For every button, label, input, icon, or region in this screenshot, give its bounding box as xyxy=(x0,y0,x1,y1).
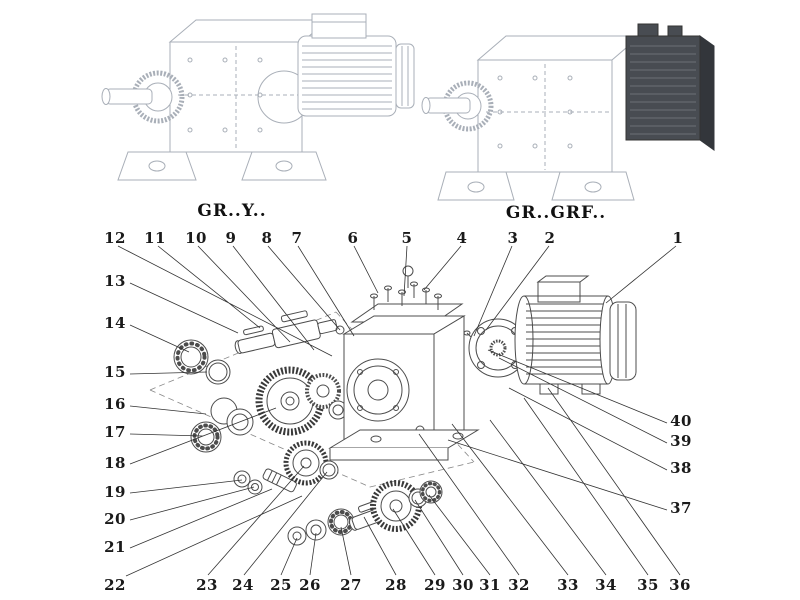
output-shaft xyxy=(101,70,185,124)
model-title-right: GR..GRF.. xyxy=(505,203,607,223)
callout-30: 30 xyxy=(452,576,474,594)
part-washer-20 xyxy=(247,479,263,495)
overview-gr-grf-drawing xyxy=(421,23,715,201)
part-seal-ring-15 xyxy=(205,359,231,385)
motor xyxy=(297,13,415,117)
overview-gr-y-drawing xyxy=(101,13,415,181)
part-bearing-31 xyxy=(419,480,443,504)
part-pinion-gear-small xyxy=(305,373,341,409)
callout-26: 26 xyxy=(299,576,321,594)
callout-7: 7 xyxy=(291,229,303,247)
brake-cover-block xyxy=(625,23,715,151)
part-bearing-17 xyxy=(190,421,222,453)
callout-17: 17 xyxy=(104,423,126,441)
callout-6: 6 xyxy=(347,229,359,247)
part-gear-23 xyxy=(283,440,329,486)
callout-39: 39 xyxy=(670,432,692,450)
leader-lines xyxy=(117,245,681,577)
callout-8: 8 xyxy=(261,229,273,247)
part-bearing-14 xyxy=(173,339,209,375)
part-pinion-shaft-21 xyxy=(262,468,297,493)
mounting-feet xyxy=(437,171,635,201)
callout-20: 20 xyxy=(104,510,126,528)
callout-4: 4 xyxy=(456,229,468,247)
part-washer-26 xyxy=(305,519,327,541)
motor-shaft-pinion xyxy=(489,339,507,357)
gearbox-body xyxy=(476,35,642,173)
callout-12: 12 xyxy=(104,229,126,247)
callout-9: 9 xyxy=(225,229,237,247)
callout-33: 33 xyxy=(557,576,579,594)
leader-lines-top xyxy=(117,245,677,357)
eye-bolt xyxy=(402,265,414,277)
motor-fan-cover xyxy=(609,301,637,381)
callout-24: 24 xyxy=(232,576,254,594)
callout-31: 31 xyxy=(479,576,501,594)
part-bushing-16 xyxy=(210,397,254,436)
callout-34: 34 xyxy=(595,576,617,594)
callout-23: 23 xyxy=(196,576,218,594)
mounting-feet xyxy=(117,151,327,181)
callout-37: 37 xyxy=(670,499,692,517)
leader-lines-left xyxy=(125,282,303,577)
vent-plug xyxy=(335,325,345,335)
callout-18: 18 xyxy=(104,454,126,472)
part-motor xyxy=(514,275,637,395)
part-ring-24 xyxy=(319,460,339,480)
callout-1: 1 xyxy=(672,229,684,247)
callout-19: 19 xyxy=(104,483,126,501)
callout-2: 2 xyxy=(544,229,556,247)
housing-bore xyxy=(346,358,410,422)
callout-15: 15 xyxy=(104,363,126,381)
part-housing xyxy=(328,303,480,461)
part-washer-19 xyxy=(233,470,251,488)
part-key-large xyxy=(280,310,308,323)
callout-22: 22 xyxy=(104,576,126,594)
callout-40: 40 xyxy=(670,412,692,430)
callout-29: 29 xyxy=(424,576,446,594)
exploded-view xyxy=(149,265,637,546)
part-output-gear-29 xyxy=(370,480,422,532)
callout-35: 35 xyxy=(637,576,659,594)
callout-25: 25 xyxy=(270,576,292,594)
leader-lines-right xyxy=(447,349,668,511)
callout-13: 13 xyxy=(104,272,126,290)
output-shaft xyxy=(421,80,494,132)
callout-28: 28 xyxy=(385,576,407,594)
part-cover-bolts xyxy=(370,265,442,310)
callout-21: 21 xyxy=(104,538,126,556)
callout-10: 10 xyxy=(185,229,207,247)
callout-11: 11 xyxy=(144,229,166,247)
callout-16: 16 xyxy=(104,395,126,413)
callout-5: 5 xyxy=(401,229,413,247)
part-washer-25 xyxy=(287,526,307,546)
leader-lines-bottom xyxy=(207,387,681,576)
model-title-left: GR..Y.. xyxy=(197,201,267,221)
callout-36: 36 xyxy=(669,576,691,594)
part-key-small xyxy=(243,325,264,336)
part-bearing-small xyxy=(328,400,348,420)
callout-27: 27 xyxy=(340,576,362,594)
callout-32: 32 xyxy=(508,576,530,594)
callout-14: 14 xyxy=(104,314,126,332)
callout-38: 38 xyxy=(670,459,692,477)
part-input-shaft xyxy=(234,310,338,354)
callout-3: 3 xyxy=(507,229,519,247)
